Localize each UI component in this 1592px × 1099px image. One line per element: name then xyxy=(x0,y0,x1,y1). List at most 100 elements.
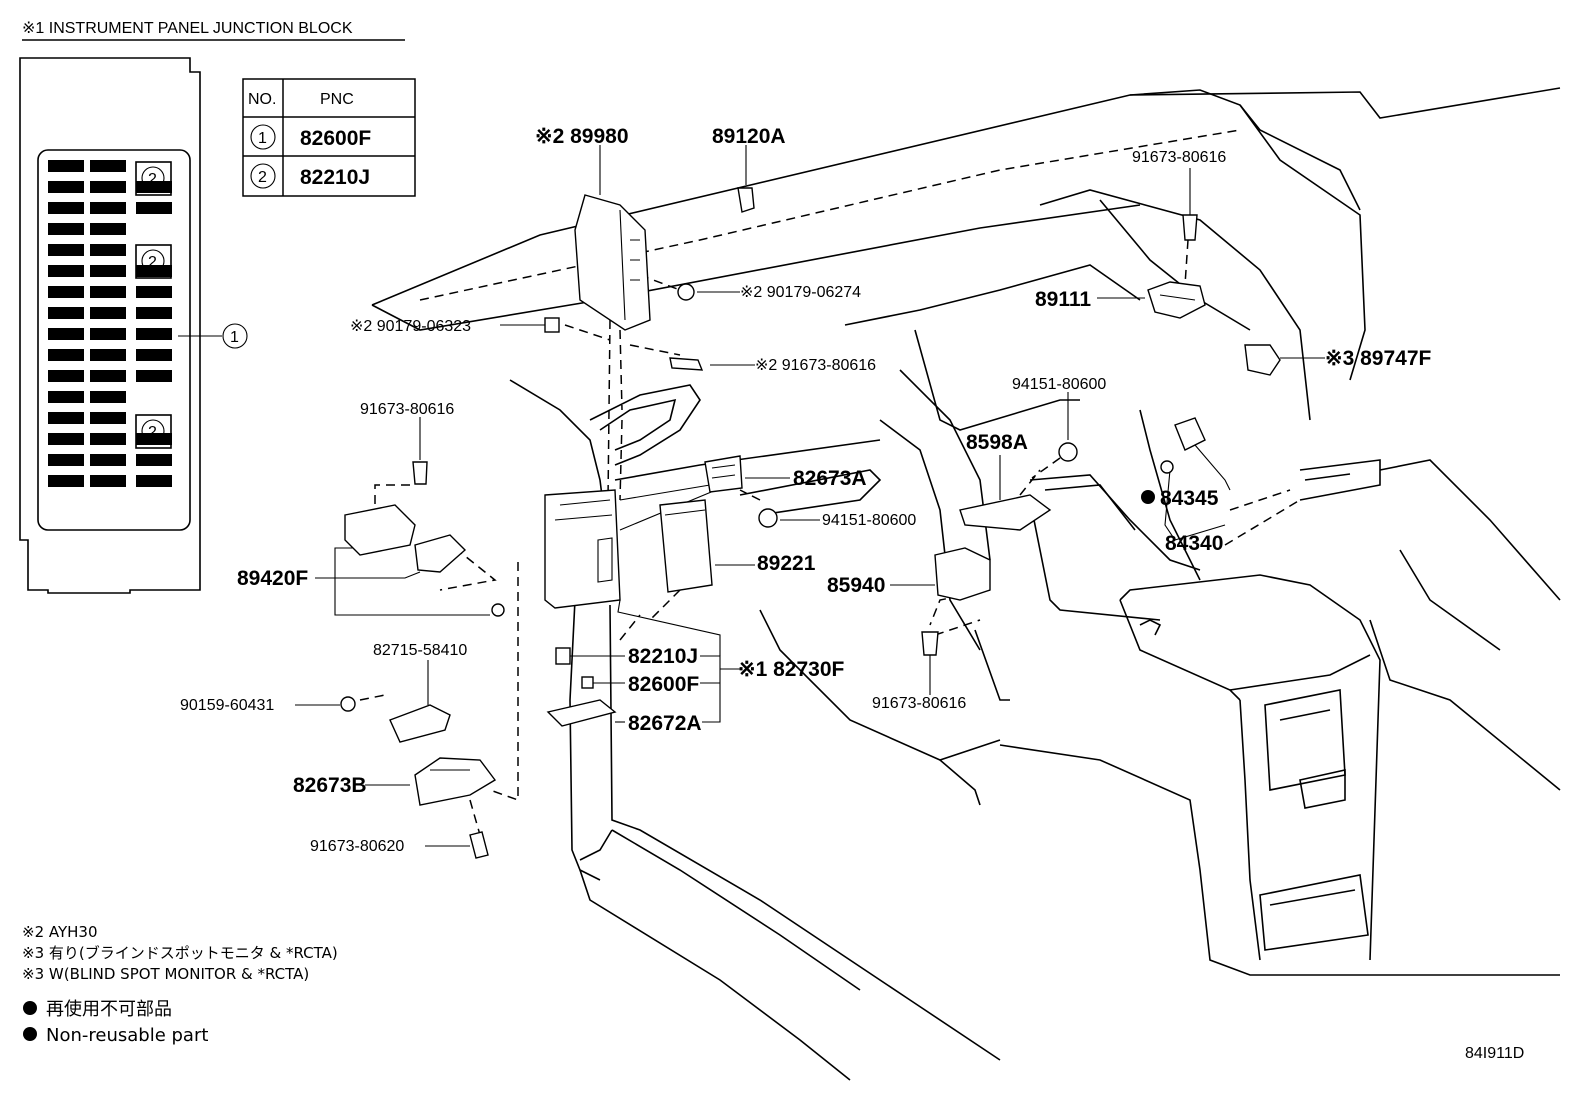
fuse-cell xyxy=(48,286,84,298)
label-82730f: ※1 82730F xyxy=(738,658,845,681)
fuse-cell xyxy=(90,412,126,424)
fuse-cell xyxy=(48,391,84,403)
pnc-table-header-no: NO. xyxy=(248,91,276,108)
junction-block-drawing: 2 2 2 1 xyxy=(19,57,248,594)
note-bsm-en: ※3 W(BLIND SPOT MONITOR & *RCTA) xyxy=(22,965,309,983)
fuse-cell xyxy=(48,412,84,424)
fuse-callout-box-2a xyxy=(135,161,172,196)
label-85940: 85940 xyxy=(827,574,885,597)
fuse-cell xyxy=(48,181,84,193)
pnc-table-header-pnc: PNC xyxy=(320,91,354,108)
non-reusable-marker-84345 xyxy=(1141,490,1155,504)
fuse-cell xyxy=(136,454,172,466)
fuse-cell xyxy=(136,349,172,361)
fuse-callout-circle-1 xyxy=(222,323,248,349)
part-91673-left-bolt xyxy=(412,461,428,485)
fuse-cell xyxy=(90,286,126,298)
pnc-table-row1-pnc: 82600F xyxy=(300,127,371,150)
fuse-cell xyxy=(48,265,84,277)
part-91673-top-bolt xyxy=(1182,214,1198,241)
part-labels: ※2 89980 89120A 91673-80616 ※2 90179-062… xyxy=(180,125,1432,855)
fuse-cell xyxy=(90,307,126,319)
fuse-cell xyxy=(90,328,126,340)
part-82673a-bracket xyxy=(704,455,743,493)
fuse-cell xyxy=(136,181,172,193)
pnc-table-row2-no: 2 xyxy=(258,169,267,186)
label-84340: 84340 xyxy=(1165,532,1223,555)
fuse-cell xyxy=(90,349,126,361)
part-90159-bolt xyxy=(340,696,356,712)
fuse-cell xyxy=(90,370,126,382)
label-8598a: 8598A xyxy=(966,431,1028,454)
part-82210j-fuse xyxy=(555,647,571,665)
label-82715: 82715-58410 xyxy=(373,642,467,659)
label-82210j: 82210J xyxy=(628,645,698,668)
pnc-table: NO. PNC 1 82600F 2 82210J xyxy=(242,78,416,197)
part-89980-module xyxy=(574,194,651,331)
fuse-cell xyxy=(90,454,126,466)
label-82673a: 82673A xyxy=(793,467,867,490)
footnotes: ※2 AYH30 ※3 有り(ブラインドスポットモニタ & *RCTA) ※3 … xyxy=(22,923,338,1046)
fuse-cell xyxy=(48,349,84,361)
note-bsm-jp: ※3 有り(ブラインドスポットモニタ & *RCTA) xyxy=(22,944,338,962)
part-94151-top-nut xyxy=(1058,442,1078,462)
part-91673-bottom-bolt xyxy=(921,631,939,656)
label-90179-06274: ※2 90179-06274 xyxy=(740,284,861,301)
fuse-cell xyxy=(48,244,84,256)
fuse-cell xyxy=(48,202,84,214)
fuse-cell xyxy=(90,202,126,214)
part-82672a-cover xyxy=(546,699,617,727)
fuse-cell xyxy=(90,181,126,193)
fuse-cell xyxy=(48,328,84,340)
fuse-callout-2b: 2 xyxy=(148,254,157,271)
label-91673-top: 91673-80616 xyxy=(1132,149,1226,166)
fuse-cell xyxy=(48,433,84,445)
label-91673-bottom: 91673-80616 xyxy=(872,695,966,712)
pnc-table-row2-pnc: 82210J xyxy=(300,166,370,189)
fuse-cell xyxy=(48,307,84,319)
part-82673b-bracket xyxy=(414,757,497,806)
leader-lines xyxy=(295,145,1325,847)
fuse-cell xyxy=(136,328,172,340)
part-89111-antenna xyxy=(1147,281,1206,319)
fuse-cell xyxy=(48,370,84,382)
diagram-id: 84I911D xyxy=(1465,1045,1524,1062)
fuse-callout-2c: 2 xyxy=(148,424,157,441)
fuse-callout-1: 1 xyxy=(230,329,239,346)
fuse-cell xyxy=(90,475,126,487)
fuse-cell xyxy=(136,202,172,214)
pnc-table-row1-no: 1 xyxy=(258,130,267,147)
fuse-cell xyxy=(136,370,172,382)
part-8598a-sensor xyxy=(959,494,1052,531)
part-91673-mid-bolt xyxy=(669,357,704,371)
label-82600f: 82600F xyxy=(628,673,699,696)
label-91673-mid: ※2 91673-80616 xyxy=(755,357,876,374)
label-89221: 89221 xyxy=(757,552,816,575)
fuse-cell xyxy=(136,307,172,319)
fuse-cell xyxy=(48,454,84,466)
fuse-callout-box-2b xyxy=(135,244,172,279)
part-82600f-fuse xyxy=(581,676,594,689)
junction-block-title: ※1 INSTRUMENT PANEL JUNCTION BLOCK xyxy=(22,20,353,37)
fuse-cell xyxy=(48,160,84,172)
label-89111: 89111 xyxy=(1035,288,1091,311)
part-91673-80620-bolt xyxy=(469,831,489,859)
label-89420f: 89420F xyxy=(237,567,308,590)
label-82672a: 82672A xyxy=(628,712,702,735)
label-91673-left: 91673-80616 xyxy=(360,401,454,418)
fuse-cell xyxy=(48,475,84,487)
label-91673-80620: 91673-80620 xyxy=(310,838,404,855)
legend-bullet-en xyxy=(23,1027,37,1041)
fuse-cell xyxy=(90,391,126,403)
part-85940-relay xyxy=(934,547,991,601)
part-89221-module xyxy=(659,499,713,593)
vehicle-interior-lineart xyxy=(371,87,1561,1081)
part-82715-bracket xyxy=(389,704,451,743)
part-89120a-clip xyxy=(737,187,755,213)
label-84345: 84345 xyxy=(1160,487,1219,510)
note-non-reusable-en: Non-reusable part xyxy=(46,1025,208,1046)
part-junction-block-body xyxy=(544,489,621,609)
label-89980: ※2 89980 xyxy=(535,125,629,148)
fuse-cell xyxy=(136,475,172,487)
